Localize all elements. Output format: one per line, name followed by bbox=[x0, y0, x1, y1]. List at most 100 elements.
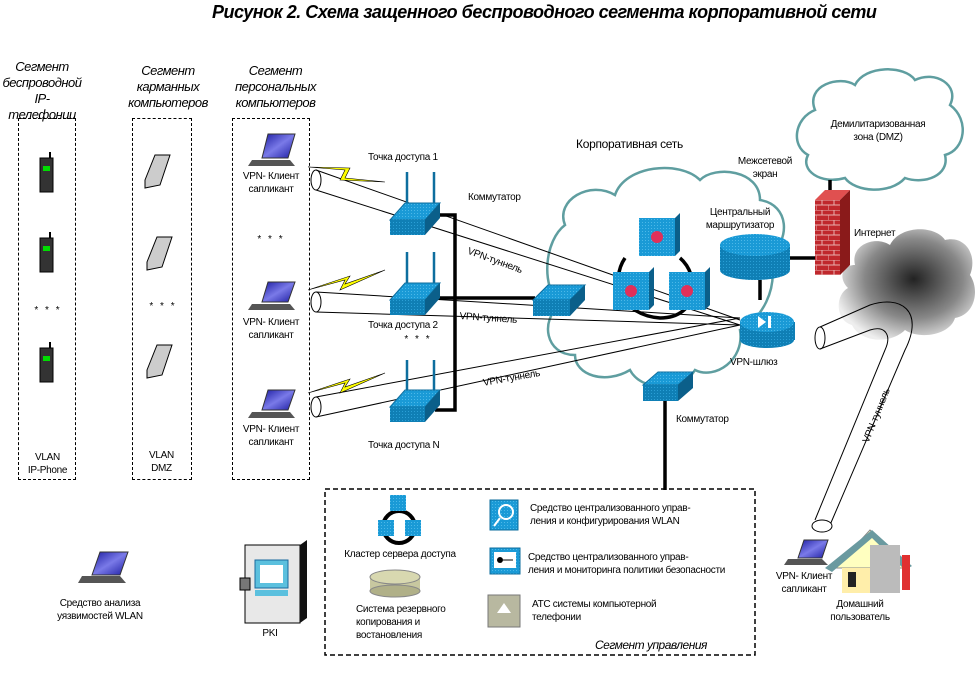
label-line: Средство централизованного управ- bbox=[530, 503, 691, 514]
access-point-n bbox=[388, 360, 442, 422]
management-switch bbox=[641, 371, 695, 401]
title-line: персональных bbox=[235, 79, 316, 94]
wireless-signals bbox=[307, 166, 386, 394]
label-line: Домашний bbox=[836, 599, 884, 610]
pda-devices bbox=[144, 154, 173, 379]
title-line: Сегмент bbox=[248, 63, 303, 78]
internet-cloud bbox=[838, 229, 975, 340]
title-line: Сегмент bbox=[141, 63, 195, 78]
router-label: Центральный маршрутизатор bbox=[700, 206, 780, 232]
label-line: Демилитаризованная bbox=[830, 119, 926, 130]
segment-pda-box bbox=[132, 118, 192, 480]
label-line: телефонии bbox=[532, 612, 581, 623]
switch-bottom-label: Коммутатор bbox=[676, 414, 729, 425]
security-management-icon bbox=[489, 547, 521, 575]
vpn-gateway bbox=[740, 312, 795, 348]
label-line: ления и конфигурирования WLAN bbox=[530, 516, 680, 527]
core-switch-left bbox=[613, 267, 654, 310]
label-line: экран bbox=[752, 169, 778, 180]
firewall-label: Межсетевой экран bbox=[730, 155, 800, 181]
vpn-client-label-1: VPN- Клиент сапликант bbox=[235, 170, 307, 196]
pbx-label: АТС системы компьютерной телефонии bbox=[532, 598, 657, 624]
vuln-scanner-label: Средство анализа уязвимостей WLAN bbox=[45, 597, 155, 623]
corporate-network-label: Корпоративная сеть bbox=[576, 137, 683, 151]
label-line: Средство анализа bbox=[59, 598, 141, 609]
title-line: Сегмент bbox=[15, 59, 69, 74]
firewall bbox=[815, 190, 850, 275]
diagram-title: Рисунок 2. Схема защенного беспроводного… bbox=[212, 2, 877, 22]
switch-top-label: Коммутатор bbox=[468, 192, 521, 203]
vlan-dmz-label: VLAN DMZ bbox=[134, 449, 189, 475]
label-line: зона (DMZ) bbox=[853, 132, 903, 143]
label-line: пользователь bbox=[830, 612, 890, 623]
home-user-house bbox=[825, 529, 912, 593]
corporate-switch bbox=[531, 284, 587, 316]
label-line: востановления bbox=[356, 630, 422, 641]
label-line: VPN- Клиент bbox=[242, 171, 300, 182]
ip-phone-ellipsis: * * * bbox=[34, 305, 62, 316]
vlan-ip-phone-label: VLAN IP-Phone bbox=[20, 451, 75, 477]
label-line: Центральный bbox=[709, 207, 771, 218]
label-line: ления и мониторинга политики безопасност… bbox=[528, 565, 726, 576]
pki-label: PKI bbox=[262, 628, 278, 639]
laptops bbox=[78, 133, 829, 583]
access-cluster-label: Кластер сервера доступа bbox=[344, 549, 456, 560]
wlan-management-label: Средство централизованного управ- ления … bbox=[530, 502, 691, 528]
dmz-cloud bbox=[795, 68, 964, 191]
access-point-1 bbox=[388, 172, 442, 235]
home-vpn-tunnel bbox=[811, 301, 913, 533]
label-line: уязвимостей WLAN bbox=[57, 611, 143, 622]
title-line: беспроводной bbox=[2, 75, 82, 90]
backup-storage-icon bbox=[369, 569, 421, 598]
label-line: сапликант bbox=[248, 330, 294, 341]
vpn-tunnels bbox=[310, 169, 741, 418]
home-user-label: Домашний пользователь bbox=[820, 598, 900, 624]
backup-system-label: Система резервного копирования и востано… bbox=[356, 603, 446, 642]
label-line: сапликант bbox=[781, 584, 827, 595]
home-vpn-client-label: VPN- Клиент сапликант bbox=[768, 570, 840, 596]
title-line: компьютеров bbox=[235, 95, 316, 110]
label-line: VLAN bbox=[35, 452, 60, 463]
pki-server bbox=[239, 540, 307, 624]
label-line: Система резервного bbox=[356, 604, 446, 615]
label-line: VPN- Клиент bbox=[242, 424, 300, 435]
ap-ellipsis: * * * bbox=[404, 334, 432, 345]
central-router bbox=[720, 234, 790, 280]
scanner-laptop bbox=[78, 551, 129, 583]
pbx-icon bbox=[487, 594, 521, 628]
segment-ip-phone-title: Сегмент беспроводной IP-телефонии bbox=[2, 59, 82, 123]
ip-phones bbox=[39, 152, 54, 383]
label-line: VPN- Клиент bbox=[775, 571, 833, 582]
core-switch-right bbox=[669, 267, 710, 310]
title-line: карманных bbox=[136, 79, 200, 94]
home-laptop bbox=[784, 539, 829, 565]
title-line: компьютеров bbox=[128, 95, 208, 110]
wlan-management-icon bbox=[489, 499, 519, 531]
label-line: сапликант bbox=[248, 184, 294, 195]
segment-ip-phone-box bbox=[18, 118, 76, 480]
vpn-client-label-3: VPN- Клиент сапликант bbox=[235, 423, 307, 449]
internet-label: Интернет bbox=[854, 228, 896, 239]
pc-ellipsis: * * * bbox=[257, 234, 285, 245]
access-point-2-label: Точка доступа 2 bbox=[368, 320, 438, 331]
management-segment-box bbox=[324, 488, 756, 656]
label-line: копирования и bbox=[356, 617, 420, 628]
vpn-gateway-label: VPN-шлюз bbox=[730, 357, 778, 368]
segment-pc-box bbox=[232, 118, 310, 480]
label-line: сапликант bbox=[248, 437, 294, 448]
segment-pda-title: Сегмент карманных компьютеров bbox=[123, 63, 213, 111]
security-management-label: Средство централизованного управ- ления … bbox=[528, 551, 725, 577]
dmz-label: Демилитаризованная зона (DMZ) bbox=[828, 118, 928, 144]
label-line: Средство централизованного управ- bbox=[528, 552, 689, 563]
label-line: IP-Phone bbox=[27, 465, 68, 476]
management-segment-title: Сегмент управления bbox=[595, 638, 707, 652]
access-point-2 bbox=[388, 252, 442, 315]
vpn-client-label-2: VPN- Клиент сапликант bbox=[235, 316, 307, 342]
segment-pc-title: Сегмент персональных компьютеров bbox=[228, 63, 323, 111]
label-line: АТС системы компьютерной bbox=[532, 599, 657, 610]
label-line: VLAN bbox=[149, 450, 174, 461]
pda-ellipsis: * * * bbox=[149, 301, 177, 312]
label-line: Межсетевой bbox=[737, 156, 793, 167]
access-point-n-label: Точка доступа N bbox=[368, 440, 440, 451]
